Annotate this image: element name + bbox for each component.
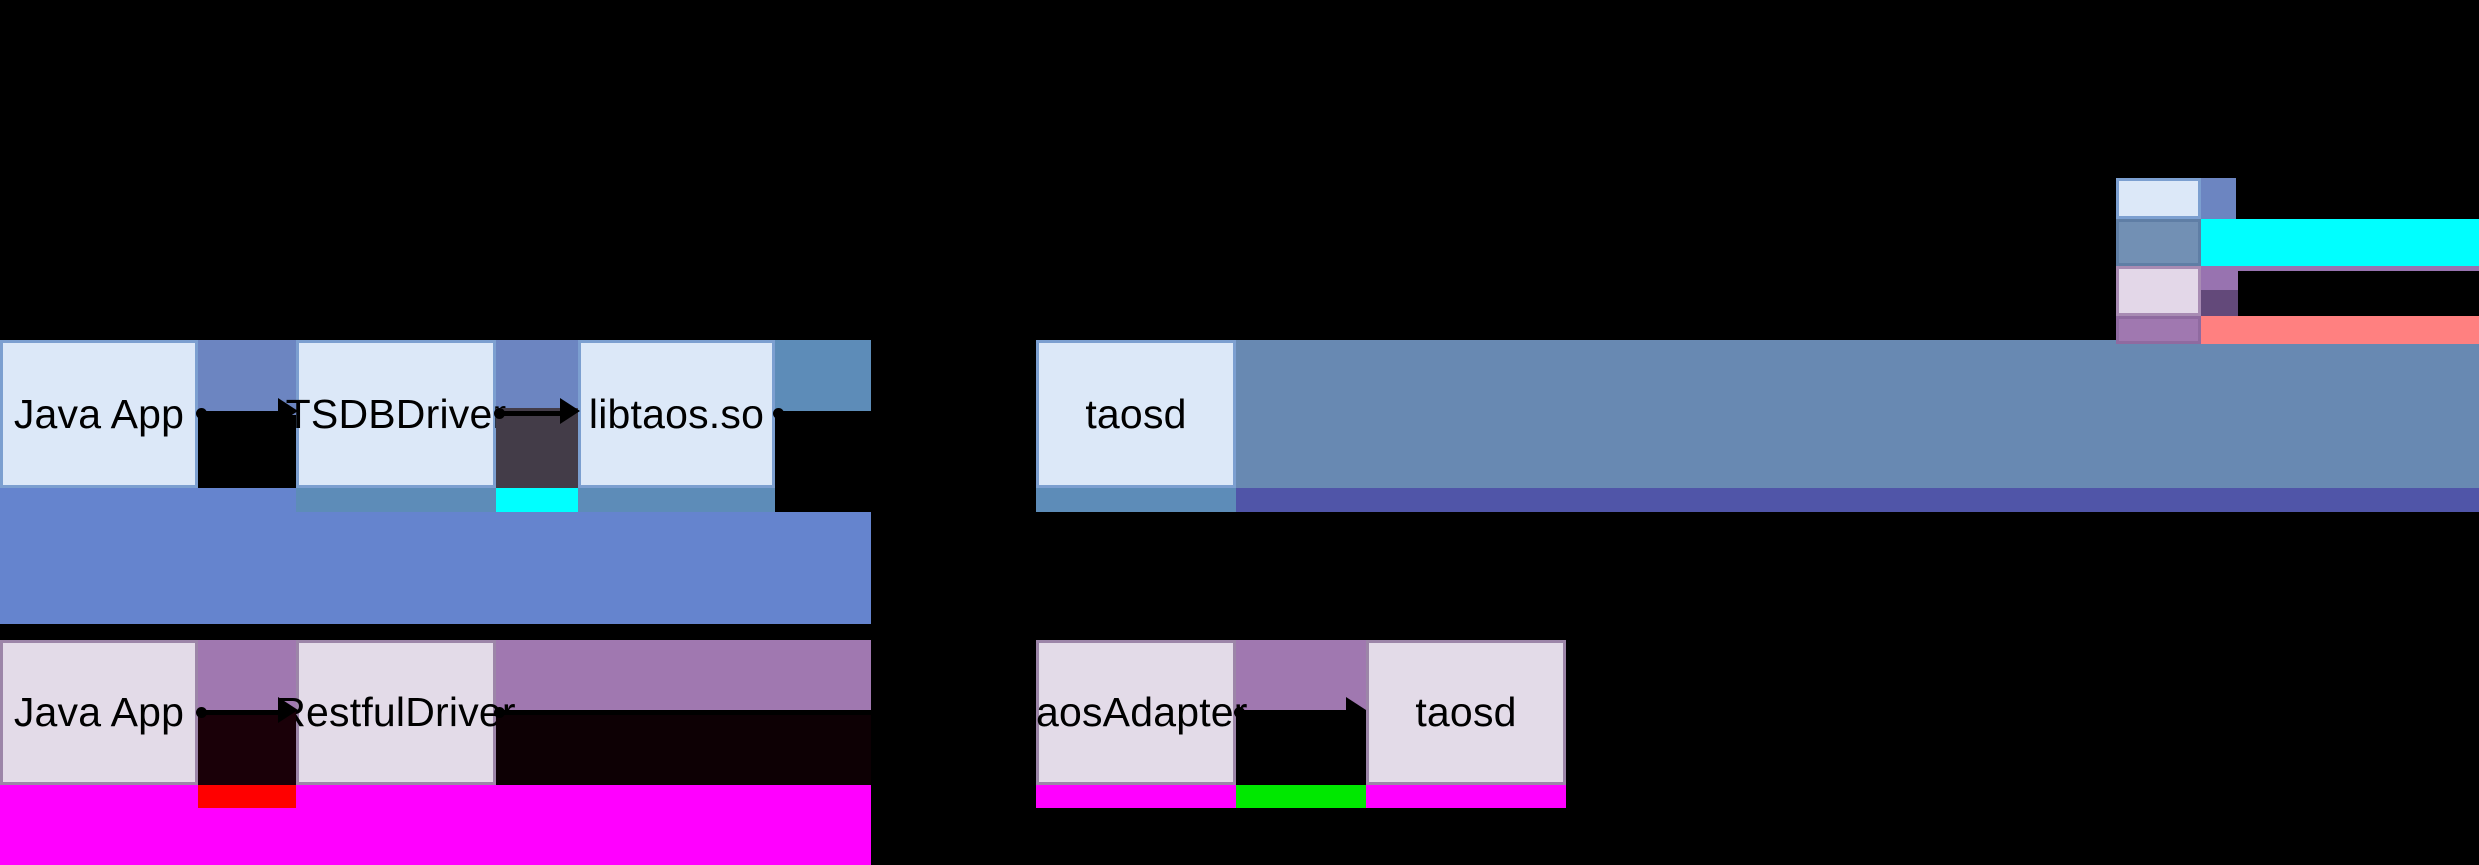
- redaction-arrow-native-3: [775, 415, 871, 488]
- native-strip-taosd: [1036, 488, 1236, 512]
- arrow-line-rest-1: [200, 710, 282, 715]
- node-label: Java App: [13, 390, 185, 437]
- legend-swatch-1: [2116, 178, 2201, 219]
- arrow-head-rest-3: [1346, 697, 1366, 723]
- rest-strip-red: [198, 785, 296, 808]
- node-label: Java App: [13, 689, 185, 735]
- arrow-head-native-2: [560, 398, 580, 424]
- rest-strip-green: [1236, 785, 1366, 808]
- node-label: TSDBDriver: [285, 390, 507, 437]
- native-row-band-right: [1236, 340, 2479, 488]
- rest-maroon-block-b: [496, 710, 871, 785]
- arrow-line-rest-3: [1238, 710, 1348, 715]
- redaction-native-label: [1380, 178, 2116, 340]
- native-strip-right: [578, 488, 775, 512]
- arrow-line-native-2: [498, 411, 564, 416]
- legend-swatch-3: [2116, 266, 2201, 316]
- node-taosd-rest[interactable]: taosd: [1366, 640, 1566, 785]
- redaction-arrow-native-1: [198, 415, 296, 488]
- node-label: RestfulDriver: [276, 689, 516, 735]
- node-taos-adapter[interactable]: taosAdapter: [1024, 640, 1247, 785]
- node-label: libtaos.so: [588, 390, 765, 437]
- node-taosd-native[interactable]: taosd: [1036, 340, 1236, 488]
- rest-bottom-band: [0, 808, 871, 865]
- arrow-line-rest-2: [498, 710, 1018, 715]
- native-strip-cyan: [496, 488, 578, 512]
- legend-bar-2: [2201, 219, 2479, 266]
- legend-label-1-redaction: [2236, 178, 2479, 219]
- node-java-app-rest[interactable]: Java App: [0, 640, 198, 785]
- rest-strip-taosd: [1366, 785, 1566, 808]
- rest-maroon-block-c: [1236, 710, 1366, 785]
- node-label: taosd: [1415, 689, 1517, 735]
- legend-bar-4: [2201, 316, 2479, 344]
- arrow-line-native-1: [200, 411, 282, 416]
- rest-strip-left: [0, 785, 198, 808]
- node-libtaos-so[interactable]: libtaos.so: [578, 340, 775, 488]
- redaction-native-gap-2: [968, 178, 1036, 340]
- legend-swatch-4: [2116, 316, 2201, 344]
- rest-strip-adapter: [1036, 785, 1236, 808]
- legend-label-3-redaction: [2238, 271, 2479, 316]
- arrow-head-rest-1: [278, 697, 298, 723]
- redaction-between-rows-right: [871, 512, 2479, 624]
- node-restful-driver[interactable]: RestfulDriver: [276, 640, 516, 785]
- legend: [2116, 178, 2479, 344]
- node-java-app-native[interactable]: Java App: [0, 340, 198, 488]
- redaction-arrow-native-3b: [775, 488, 871, 512]
- middle-connection-band: [0, 512, 871, 624]
- legend-swatch-2: [2116, 219, 2201, 266]
- native-strip-taosd-right: [1236, 488, 2479, 512]
- rest-strip-mid: [296, 785, 871, 808]
- node-label: taosd: [1085, 390, 1187, 437]
- native-strip-mid: [296, 488, 496, 512]
- node-tsdb-driver[interactable]: TSDBDriver: [286, 340, 506, 488]
- redaction-bottom-right: [871, 808, 2479, 865]
- native-strip-left: [0, 488, 296, 512]
- node-label: taosAdapter: [1024, 689, 1248, 735]
- redaction-top-banner: [0, 0, 2479, 178]
